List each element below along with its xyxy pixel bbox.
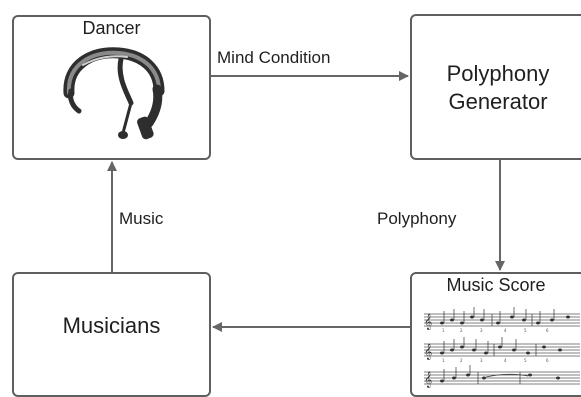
- polyphony-generator-line1: Polyphony: [446, 61, 550, 86]
- music-score-node[interactable]: Music Score 𝄞 𝄞 𝄞 1 2 3 4 5 6 1 2 3 4 5 6: [410, 272, 581, 397]
- svg-text:3: 3: [480, 328, 483, 333]
- svg-text:2: 2: [460, 328, 463, 333]
- svg-text:6: 6: [546, 328, 549, 333]
- svg-text:1: 1: [442, 328, 445, 333]
- polyphony-generator-node[interactable]: Polyphony Generator: [410, 14, 581, 160]
- edge-label-mind-condition: Mind Condition: [217, 48, 331, 67]
- svg-text:2: 2: [460, 358, 463, 363]
- svg-text:1: 1: [442, 358, 445, 363]
- svg-text:6: 6: [546, 358, 549, 363]
- dancer-title: Dancer: [82, 18, 141, 38]
- svg-text:𝄞: 𝄞: [424, 372, 432, 388]
- edge-label-polyphony: Polyphony: [377, 209, 457, 228]
- musicians-label: Musicians: [62, 313, 161, 338]
- svg-text:𝄞: 𝄞: [424, 314, 432, 330]
- sheet-music-icon: 𝄞 𝄞 𝄞 1 2 3 4 5 6 1 2 3 4 5 6: [424, 307, 580, 388]
- musicians-node[interactable]: Musicians: [12, 272, 211, 397]
- edge-label-music: Music: [119, 209, 164, 228]
- svg-text:5: 5: [524, 358, 527, 363]
- polyphony-generator-label: Polyphony Generator: [398, 60, 581, 116]
- svg-text:𝄞: 𝄞: [424, 344, 432, 360]
- svg-text:5: 5: [524, 328, 527, 333]
- svg-text:3: 3: [480, 358, 483, 363]
- polyphony-generator-line2: Generator: [448, 89, 548, 114]
- eeg-headset-icon: [63, 47, 165, 140]
- svg-text:4: 4: [504, 358, 507, 363]
- dancer-node[interactable]: Dancer: [12, 15, 211, 160]
- music-score-title: Music Score: [446, 275, 546, 295]
- svg-text:4: 4: [504, 328, 507, 333]
